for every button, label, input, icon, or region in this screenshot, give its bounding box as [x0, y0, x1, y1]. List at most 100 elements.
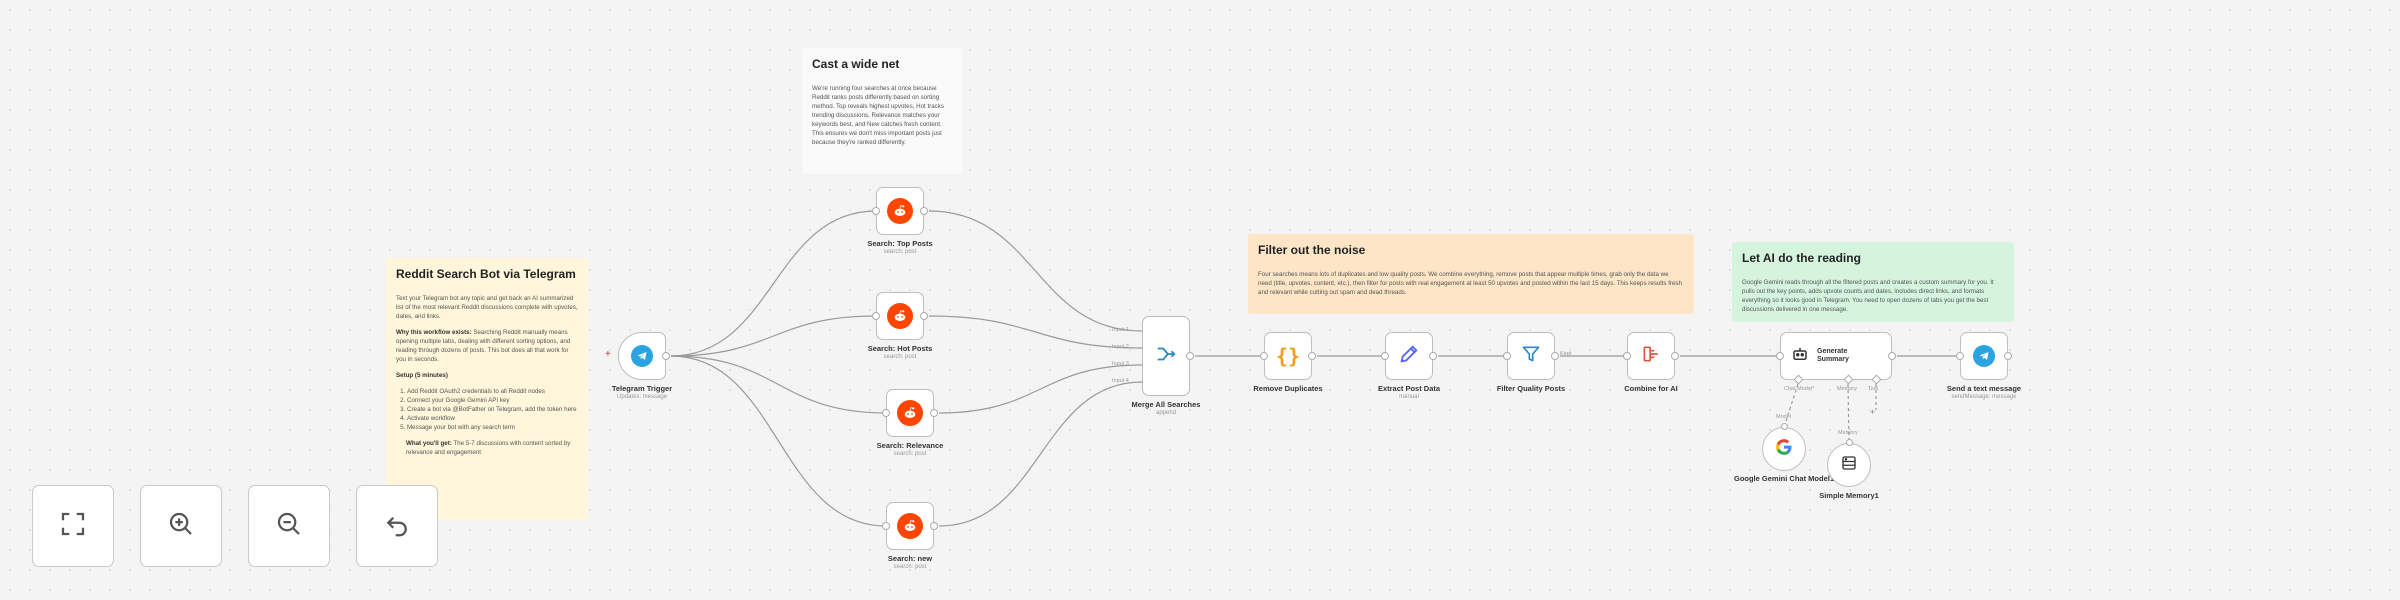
merge-input-label: Input 2	[1112, 344, 1129, 350]
node-search-top-posts[interactable]	[872, 187, 928, 235]
input-port[interactable]	[1956, 352, 1964, 360]
merge-input-label: Input 4	[1112, 378, 1129, 384]
output-port[interactable]	[920, 207, 928, 215]
node-title: Telegram Trigger	[611, 384, 673, 393]
node-search-new[interactable]	[882, 502, 938, 550]
node-extract-post-data[interactable]	[1381, 332, 1437, 380]
input-port[interactable]	[1623, 352, 1631, 360]
node-label: Merge All Searches append	[1096, 400, 1236, 417]
input-port[interactable]	[1260, 352, 1268, 360]
node-title: Filter Quality Posts	[1496, 384, 1566, 393]
node-label: Send a text message sendMessage: message	[1914, 384, 2054, 401]
node-merge-all-searches[interactable]	[1142, 316, 1194, 396]
input-port[interactable]	[882, 409, 890, 417]
google-icon	[1774, 437, 1794, 462]
output-port[interactable]	[1780, 423, 1788, 430]
sticky-note-wide-net[interactable]: Cast a wide net We're running four searc…	[802, 48, 962, 174]
fit-view-icon	[58, 509, 88, 544]
node-telegram-trigger[interactable]	[618, 332, 670, 380]
result-label: What you'll get:	[406, 440, 452, 448]
edge-top-to-merge[interactable]	[928, 210, 1143, 332]
node-title: Generate Summary	[1817, 347, 1849, 363]
filter-icon	[1521, 344, 1541, 369]
node-label: Search: Hot Posts search: post	[830, 344, 970, 361]
telegram-icon	[1973, 345, 1995, 367]
sticky-text: Google Gemini reads through all the filt…	[1742, 279, 1994, 314]
node-subtitle: search: post	[893, 564, 927, 570]
zoom-out-button[interactable]	[248, 485, 330, 567]
output-port[interactable]	[930, 409, 938, 417]
input-port[interactable]	[872, 312, 880, 320]
node-label: Remove Duplicates	[1218, 384, 1358, 394]
output-port[interactable]	[1186, 352, 1194, 360]
node-label: Telegram Trigger Updates: message	[572, 384, 712, 401]
setup-label: Setup (5 minutes)	[396, 372, 448, 380]
output-port[interactable]	[1308, 352, 1316, 360]
node-send-text-message[interactable]	[1956, 332, 2012, 380]
aggregate-icon	[1641, 344, 1661, 369]
node-label: Filter Quality Posts	[1461, 384, 1601, 394]
sticky-title: Reddit Search Bot via Telegram	[396, 267, 576, 281]
gemini-port-label: Model	[1776, 414, 1791, 420]
node-title: Search: new	[887, 554, 933, 563]
node-subtitle: manual	[1399, 394, 1419, 400]
node-label: Extract Post Data manual	[1339, 384, 1479, 401]
tool-port-label: Tool	[1868, 386, 1879, 392]
input-port[interactable]	[882, 522, 890, 530]
output-port[interactable]	[662, 352, 670, 360]
merge-input-label: Input 1	[1112, 327, 1129, 333]
input-port[interactable]	[872, 207, 880, 215]
pencil-icon	[1398, 343, 1420, 370]
node-label: Search: new search: post	[840, 554, 980, 571]
output-port[interactable]	[1671, 352, 1679, 360]
output-port[interactable]	[930, 522, 938, 530]
sticky-title: Filter out the noise	[1258, 243, 1366, 257]
node-combine-for-ai[interactable]	[1623, 332, 1679, 380]
input-port[interactable]	[1776, 352, 1784, 360]
sticky-intro-text: Text your Telegram bot any topic and get…	[396, 295, 578, 321]
reset-zoom-button[interactable]	[356, 485, 438, 567]
output-port[interactable]	[1551, 352, 1559, 360]
output-port[interactable]	[1888, 352, 1896, 360]
output-port[interactable]	[1845, 439, 1853, 446]
reddit-icon	[887, 198, 913, 224]
output-port[interactable]	[1429, 352, 1437, 360]
node-label: Search: Top Posts search: post	[830, 239, 970, 256]
sticky-note-filter-noise[interactable]: Filter out the noise Four searches means…	[1248, 234, 1694, 314]
input-port[interactable]	[1503, 352, 1511, 360]
edge-trigger-to-top[interactable]	[670, 210, 877, 357]
telegram-icon	[631, 345, 653, 367]
node-subtitle: search: post	[883, 354, 917, 360]
setup-step: Connect your Google Gemini API key	[407, 397, 578, 406]
node-search-hot-posts[interactable]	[872, 292, 928, 340]
output-port[interactable]	[2004, 352, 2012, 360]
undo-icon	[382, 509, 412, 544]
node-filter-quality-posts[interactable]	[1503, 332, 1559, 380]
filter-output-label: Kept	[1560, 351, 1572, 357]
node-label: Combine for AI	[1581, 384, 1721, 394]
chat-model-port[interactable]	[1793, 374, 1804, 385]
output-port[interactable]	[920, 312, 928, 320]
memory-port[interactable]	[1843, 374, 1854, 385]
node-remove-duplicates[interactable]: {}	[1260, 332, 1316, 380]
fit-view-button[interactable]	[32, 485, 114, 567]
node-simple-memory[interactable]	[1827, 439, 1871, 487]
sticky-text: Four searches means lots of duplicates a…	[1258, 271, 1682, 297]
node-generate-summary[interactable]: Generate Summary	[1776, 332, 1896, 385]
node-title: Combine for AI	[1624, 384, 1678, 393]
setup-step: Activate workflow	[407, 415, 578, 424]
input-port[interactable]	[1381, 352, 1389, 360]
add-node-plus-icon[interactable]: +	[605, 349, 611, 360]
node-title: Search: Hot Posts	[867, 344, 933, 353]
add-tool-plus-icon[interactable]: +	[1870, 407, 1876, 417]
node-search-relevance[interactable]	[882, 389, 938, 437]
node-title: Merge All Searches	[1131, 400, 1201, 409]
memory-node-port-label: Memory	[1838, 430, 1858, 436]
node-google-gemini-chat-model[interactable]	[1762, 423, 1806, 471]
setup-step: Create a bot via @BotFather on Telegram,…	[407, 406, 578, 415]
sticky-note-ai-reading[interactable]: Let AI do the reading Google Gemini read…	[1732, 242, 2014, 322]
tool-port[interactable]	[1871, 374, 1882, 385]
sticky-note-intro[interactable]: Reddit Search Bot via Telegram Text your…	[386, 258, 588, 520]
zoom-in-button[interactable]	[140, 485, 222, 567]
